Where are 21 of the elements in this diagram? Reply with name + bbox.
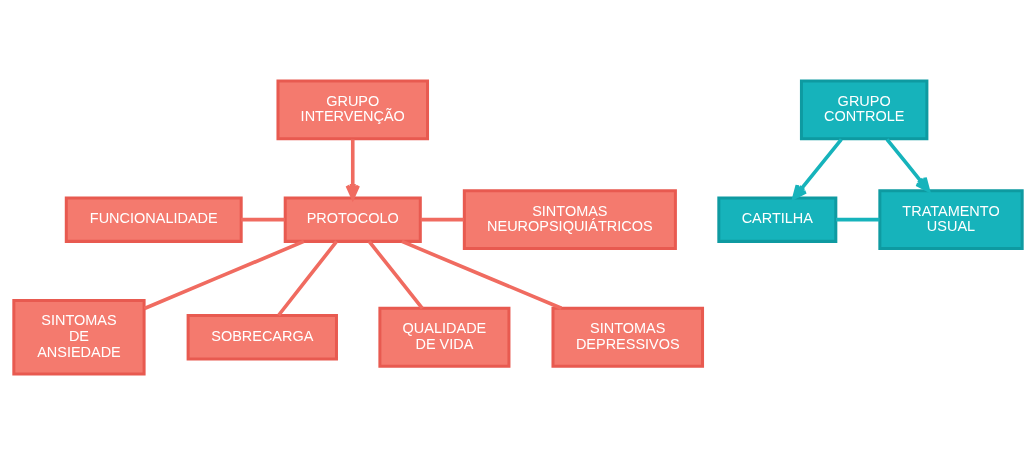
node-box: TRATAMENTO USUAL [877, 188, 1024, 250]
connector [143, 239, 304, 310]
connector [367, 239, 424, 309]
connector [400, 239, 562, 310]
node-box: PROTOCOLO [283, 195, 422, 243]
node-box: SINTOMAS NEUROPSIQUIÁTRICOS [462, 188, 677, 250]
node-box: QUALIDADE DE VIDA [377, 306, 510, 368]
node-box: SINTOMAS DEPRESSIVOS [550, 306, 704, 368]
node-box: SOBRECARGA [186, 313, 338, 360]
node-box: FUNCIONALIDADE [64, 195, 243, 243]
arrow [885, 137, 930, 192]
node-box: SINTOMAS DE ANSIEDADE [11, 298, 146, 376]
node-box: CARTILHA [716, 195, 837, 243]
connector [420, 217, 464, 221]
node-box: GRUPO CONTROLE [799, 78, 928, 140]
arrow [791, 137, 843, 200]
node-box: GRUPO INTERVENÇÃO [275, 78, 429, 140]
arrow [345, 138, 360, 200]
connector [240, 217, 285, 221]
connector [835, 217, 880, 221]
connector [276, 239, 338, 316]
